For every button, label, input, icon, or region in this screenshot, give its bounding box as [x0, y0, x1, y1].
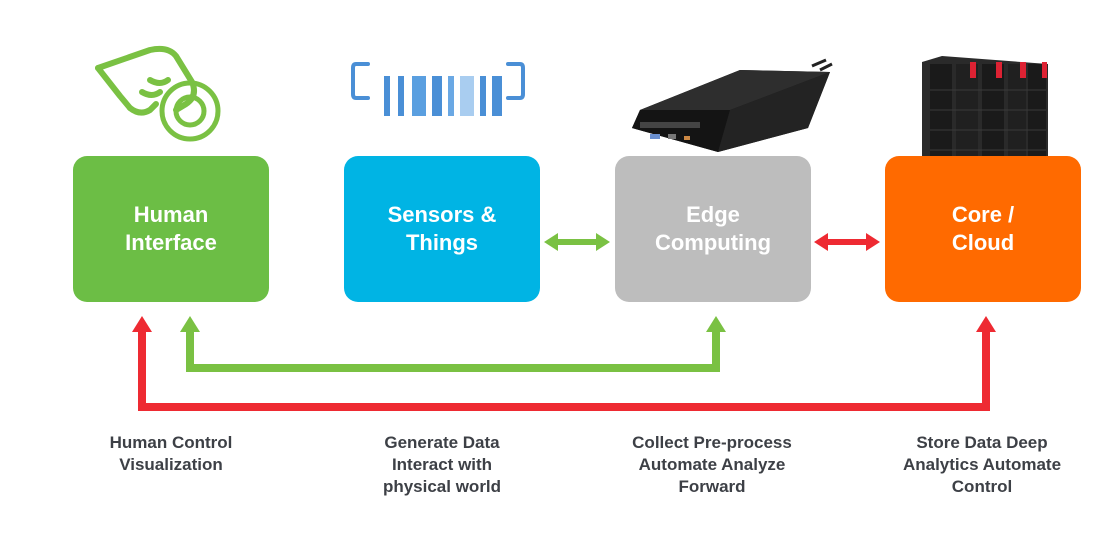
- server-rack-icon: [922, 56, 1048, 168]
- sensor-description-line1: Generate Data: [384, 433, 500, 452]
- edge-core-arrow: [814, 233, 880, 251]
- sensors-things-description: Generate Data Interact with physical wor…: [322, 432, 562, 498]
- core-description-line1: Store Data Deep: [916, 433, 1048, 452]
- edge-description-line2: Automate Analyze: [638, 455, 786, 474]
- human-interface-label-line2: Interface: [125, 230, 217, 255]
- sensor-description-line2: Interact with: [391, 455, 493, 474]
- edge-computing-label-line2: Computing: [654, 230, 772, 255]
- sensors-things-label-line1: Sensors &: [387, 202, 497, 227]
- human-interface-description: Human Control Visualization: [51, 432, 291, 476]
- core-cloud-label-line2: Cloud: [951, 230, 1015, 255]
- edge-description-line3: Forward: [678, 477, 746, 496]
- core-cloud-description: Store Data Deep Analytics Automate Contr…: [862, 432, 1102, 498]
- core-description-line2: Analytics Automate: [902, 455, 1062, 474]
- edge-computing-box: Edge Computing: [615, 156, 811, 302]
- edge-server-icon: [632, 58, 833, 152]
- edge-computing-label-line1: Edge: [686, 202, 740, 227]
- human-interface-label-line1: Human: [133, 202, 209, 227]
- edge-computing-description: Collect Pre-process Automate Analyze For…: [592, 432, 832, 498]
- edge-description-line1: Collect Pre-process: [632, 433, 792, 452]
- core-cloud-label-line1: Core /: [951, 202, 1015, 227]
- barcode-sensor-icon: [351, 62, 525, 116]
- sensors-things-label-line2: Things: [405, 230, 479, 255]
- green-feedback-arrow: [180, 316, 726, 372]
- core-description-line3: Control: [951, 477, 1013, 496]
- core-cloud-box: Core / Cloud: [885, 156, 1081, 302]
- touch-hand-icon: [95, 45, 221, 142]
- sensor-description-line3: physical world: [382, 477, 502, 496]
- human-description-line2: Visualization: [119, 455, 223, 474]
- sensor-edge-arrow: [544, 233, 610, 251]
- sensors-things-box: Sensors & Things: [344, 156, 540, 302]
- red-feedback-arrow: [132, 316, 996, 411]
- human-description-line1: Human Control: [109, 433, 233, 452]
- human-interface-box: Human Interface: [73, 156, 269, 302]
